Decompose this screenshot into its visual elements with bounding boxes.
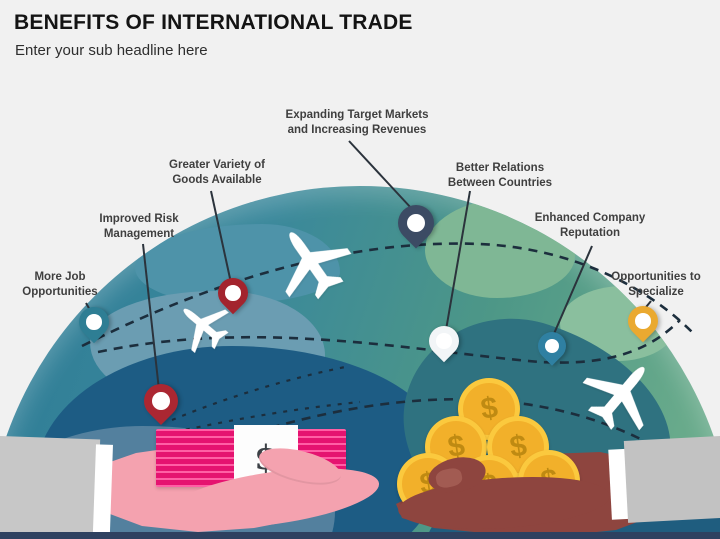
page-title: BENEFITS OF INTERNATIONAL TRADE <box>14 11 413 34</box>
pin-dot <box>635 313 651 329</box>
benefit-label-specialize: Opportunities to Specialize <box>611 271 701 298</box>
benefit-label-improved-risk: Improved Risk Management <box>99 213 179 240</box>
benefit-label-more-job: More Job Opportunities <box>22 271 98 298</box>
map-pin-greater-variety <box>211 271 255 315</box>
benefit-label-enhanced-reputation: Enhanced Company Reputation <box>534 212 646 239</box>
pin-dot <box>152 392 170 410</box>
pin-dot <box>86 314 102 330</box>
pin-dot <box>436 333 452 349</box>
footer-accent-bar <box>0 532 720 539</box>
map-pin-improved-risk <box>136 376 186 426</box>
benefit-label-better-relations: Better Relations Between Countries <box>447 162 553 189</box>
pin-dot <box>406 213 426 233</box>
map-pin-better-relations <box>422 319 466 363</box>
map-pin-more-job <box>72 300 116 344</box>
map-pin-enhanced-reputation <box>532 326 572 366</box>
sub-headline-placeholder: Enter your sub headline here <box>15 42 208 59</box>
pin-dot <box>225 285 241 301</box>
benefit-label-greater-variety: Greater Variety of Goods Available <box>169 159 265 186</box>
map-pin-expanding-markets <box>390 197 442 249</box>
map-pin-specialize <box>621 299 665 343</box>
benefit-label-expanding-markets: Expanding Target Markets and Increasing … <box>285 109 429 136</box>
